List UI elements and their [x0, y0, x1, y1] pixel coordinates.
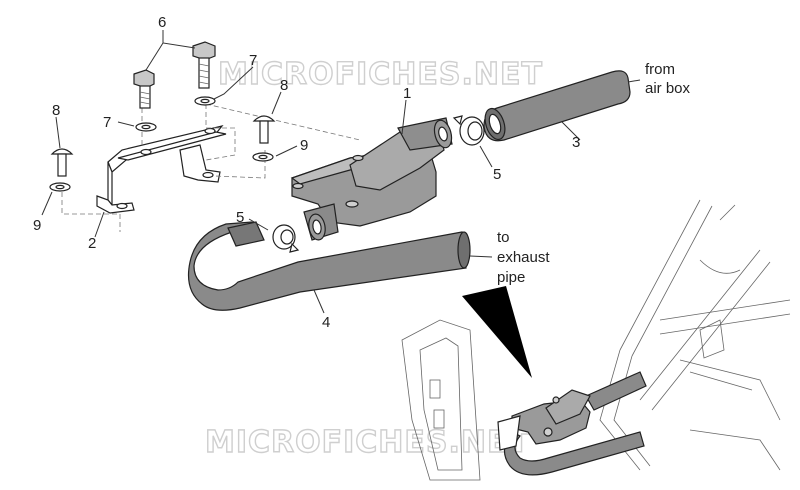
location-pointer-arrow [462, 286, 532, 378]
hose-part-4 [187, 221, 471, 311]
washer-9a-hole [55, 184, 65, 190]
note-to: to [497, 229, 510, 246]
frame-location-inset [401, 199, 791, 481]
callout-9-right: 9 [300, 137, 308, 154]
valve-part-1 [290, 117, 453, 241]
leader-lines [41, 30, 641, 314]
washer-7b-hole [200, 98, 210, 104]
screw-8b [252, 115, 276, 144]
note-from: from [645, 61, 675, 78]
watermark-bottom: MICROFICHES.NET [205, 425, 530, 460]
hose-clamp-5-upper [452, 115, 485, 146]
callout-5-upper: 5 [493, 166, 501, 183]
hose-part-3 [483, 70, 631, 142]
callout-8-right: 8 [280, 77, 288, 94]
note-air-box: air box [645, 80, 691, 97]
callout-5-lower: 5 [236, 209, 244, 226]
callout-7-lower: 7 [103, 114, 111, 131]
callout-8-left: 8 [52, 102, 60, 119]
note-pipe: pipe [497, 269, 525, 286]
washer-7a-hole [141, 124, 151, 130]
washer-9b-hole [258, 154, 268, 160]
callout-9-left: 9 [33, 217, 41, 234]
bolt-6a [133, 69, 155, 109]
callout-4: 4 [322, 314, 330, 331]
note-exhaust: exhaust [497, 249, 550, 266]
screw-8a [50, 148, 74, 177]
callout-6: 6 [158, 14, 166, 31]
watermark-top: MICROFICHES.NET [218, 57, 543, 92]
hose-clamp-5-lower [272, 224, 300, 253]
callout-2: 2 [88, 235, 96, 252]
callout-3: 3 [572, 134, 580, 151]
callout-1: 1 [403, 85, 411, 102]
bolt-6b [192, 41, 216, 89]
callout-7-upper: 7 [249, 52, 257, 69]
bracket-part-2 [96, 125, 227, 214]
